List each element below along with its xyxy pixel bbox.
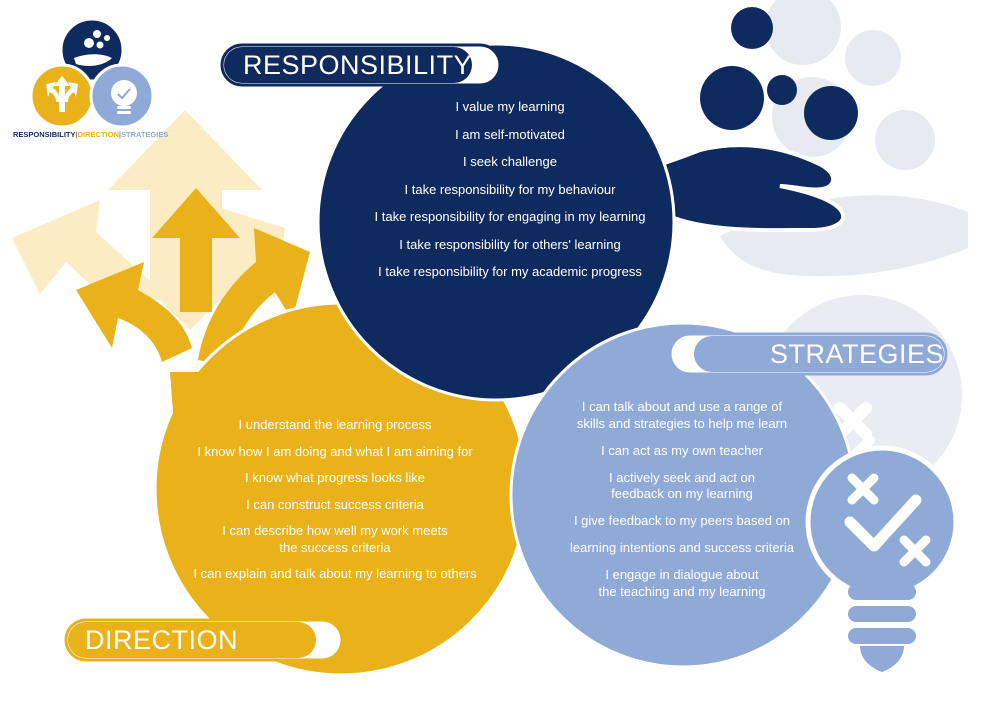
logo [29,17,155,129]
responsibility-item: I seek challenge [463,154,557,169]
logo-caption-strategies: STRATEGIES [120,130,169,139]
direction-item: I understand the learning process [238,417,432,432]
direction-item: I can construct success criteria [246,496,424,512]
responsibility-item: I take responsibility for my behaviour [404,181,616,197]
logo-caption: RESPONSIBILITY|DIRECTION|STRATEGIES [13,130,168,139]
strategies-banner [668,332,948,376]
responsibility-item: I am self-motivated [455,126,565,142]
strategies-label: STRATEGIES [770,339,945,369]
responsibility-banner [220,43,502,87]
logo-caption-separator: | [75,130,78,139]
logo-caption-separator: | [118,130,121,139]
strategies-list: I can talk about and use a range of skil… [532,399,832,611]
responsibility-item: I take responsibility for my academic pr… [378,264,642,279]
strategies-item: I can talk about and use a range of skil… [576,399,788,431]
lightbulb-check-icon [805,445,959,672]
responsibility-list: I value my learning I am self-motivated … [330,99,690,292]
direction-item: I can describe how well my work meets th… [222,523,448,555]
responsibility-label: RESPONSIBILITY [243,50,473,80]
direction-label: DIRECTION [85,625,238,655]
logo-caption-direction: DIRECTION [77,130,119,139]
strategies-item: I give feedback to my peers based on [573,513,791,528]
responsibility-item: I take responsibility for engaging in my… [374,209,646,224]
strategies-item: I actively seek and act on feedback on m… [609,469,755,502]
strategies-item: I engage in dialogue about the teaching … [598,567,766,599]
direction-list: I understand the learning process I know… [160,417,510,593]
strategies-item: learning intentions and success criteria [569,540,794,555]
responsibility-item: I value my learning [455,99,565,114]
responsibility-circle [316,42,676,402]
responsibility-item: I take responsibility for others' learni… [399,236,621,252]
diverging-arrows-icon [76,188,310,366]
logo-hand-icon [59,17,125,83]
strategies-item: I can act as my own teacher [601,442,763,458]
direction-item: I can explain and talk about my learning… [193,566,477,581]
direction-item: I know what progress looks like [245,470,425,485]
logo-caption-responsibility: RESPONSIBILITY [13,130,76,139]
hand-holding-balls-icon [618,7,858,233]
direction-banner [64,618,344,662]
direction-item: I know how I am doing and what I am aimi… [197,443,473,459]
